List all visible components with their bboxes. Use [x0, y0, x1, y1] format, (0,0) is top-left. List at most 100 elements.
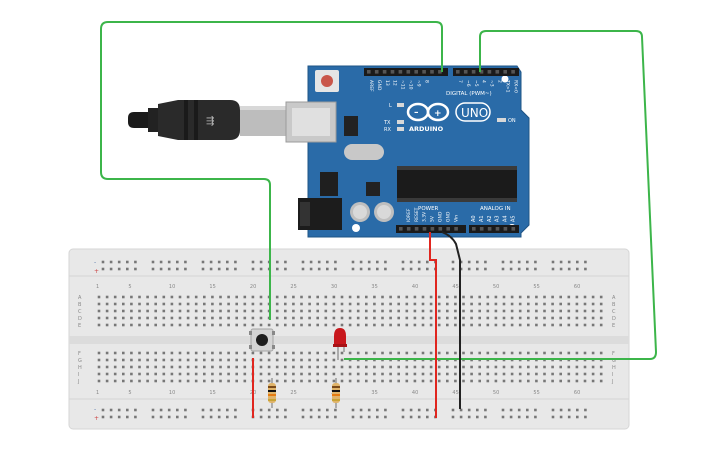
breadboard-hole[interactable]	[454, 302, 457, 306]
breadboard-hole[interactable]	[292, 309, 295, 313]
rail-hole[interactable]	[517, 415, 521, 419]
breadboard-hole[interactable]	[462, 295, 465, 299]
breadboard-hole[interactable]	[510, 295, 514, 299]
breadboard-hole[interactable]	[518, 323, 522, 327]
breadboard-hole[interactable]	[454, 351, 457, 355]
breadboard-hole[interactable]	[356, 309, 360, 313]
breadboard-hole[interactable]	[138, 358, 141, 362]
breadboard-hole[interactable]	[219, 323, 222, 327]
breadboard-hole[interactable]	[583, 379, 587, 383]
rail-hole[interactable]	[426, 415, 429, 419]
breadboard-hole[interactable]	[470, 302, 473, 306]
breadboard-hole[interactable]	[356, 365, 360, 369]
rail-hole[interactable]	[551, 267, 555, 271]
breadboard-hole[interactable]	[284, 379, 287, 383]
rail-hole[interactable]	[217, 260, 221, 264]
breadboard-hole[interactable]	[97, 351, 101, 355]
rail-hole[interactable]	[567, 267, 571, 271]
rail-hole[interactable]	[576, 267, 579, 271]
breadboard-hole[interactable]	[97, 309, 101, 313]
breadboard-hole[interactable]	[599, 379, 603, 383]
breadboard-hole[interactable]	[227, 365, 230, 369]
breadboard-hole[interactable]	[324, 309, 328, 313]
breadboard-hole[interactable]	[203, 379, 206, 383]
breadboard-hole[interactable]	[97, 302, 101, 306]
breadboard-hole[interactable]	[470, 372, 473, 376]
breadboard-hole[interactable]	[551, 295, 554, 299]
breadboard-hole[interactable]	[178, 372, 182, 376]
header-pin[interactable]	[406, 227, 411, 231]
breadboard-hole[interactable]	[478, 372, 481, 376]
rail-hole[interactable]	[459, 415, 463, 419]
breadboard-hole[interactable]	[502, 295, 506, 299]
breadboard-hole[interactable]	[527, 351, 530, 355]
header-pin[interactable]	[390, 70, 395, 74]
rail-hole[interactable]	[401, 408, 405, 412]
breadboard-hole[interactable]	[397, 316, 400, 320]
breadboard-hole[interactable]	[429, 309, 433, 313]
rail-hole[interactable]	[509, 267, 513, 271]
rail-hole[interactable]	[159, 267, 163, 271]
rail-hole[interactable]	[209, 415, 213, 419]
breadboard-hole[interactable]	[332, 295, 336, 299]
breadboard-hole[interactable]	[486, 365, 490, 369]
breadboard-hole[interactable]	[356, 372, 360, 376]
breadboard-hole[interactable]	[227, 323, 230, 327]
breadboard-hole[interactable]	[122, 295, 125, 299]
breadboard-hole[interactable]	[316, 351, 319, 355]
breadboard-hole[interactable]	[275, 323, 279, 327]
breadboard-hole[interactable]	[486, 295, 490, 299]
breadboard-hole[interactable]	[243, 372, 247, 376]
breadboard-hole[interactable]	[510, 309, 514, 313]
breadboard-hole[interactable]	[219, 309, 222, 313]
breadboard-hole[interactable]	[462, 379, 465, 383]
breadboard-hole[interactable]	[575, 316, 579, 320]
rail-hole[interactable]	[317, 408, 321, 412]
rail-hole[interactable]	[417, 415, 421, 419]
breadboard-hole[interactable]	[518, 372, 522, 376]
header-pin[interactable]	[422, 227, 427, 231]
breadboard-hole[interactable]	[567, 379, 571, 383]
rail-hole[interactable]	[409, 415, 413, 419]
breadboard-hole[interactable]	[251, 323, 255, 327]
breadboard-hole[interactable]	[405, 302, 409, 306]
breadboard-hole[interactable]	[300, 302, 303, 306]
rail-hole[interactable]	[259, 415, 263, 419]
breadboard-hole[interactable]	[138, 379, 141, 383]
breadboard-hole[interactable]	[421, 323, 425, 327]
rail-hole[interactable]	[509, 415, 513, 419]
breadboard-hole[interactable]	[178, 295, 182, 299]
breadboard-hole[interactable]	[275, 358, 279, 362]
breadboard-hole[interactable]	[292, 358, 295, 362]
breadboard-hole[interactable]	[170, 302, 174, 306]
rail-hole[interactable]	[151, 408, 155, 412]
breadboard-hole[interactable]	[284, 309, 287, 313]
breadboard-hole[interactable]	[324, 358, 328, 362]
breadboard-hole[interactable]	[421, 309, 425, 313]
breadboard-hole[interactable]	[405, 351, 409, 355]
breadboard-hole[interactable]	[446, 379, 449, 383]
rail-hole[interactable]	[359, 415, 363, 419]
breadboard-hole[interactable]	[162, 351, 166, 355]
breadboard-hole[interactable]	[235, 302, 238, 306]
breadboard-hole[interactable]	[227, 302, 230, 306]
rail-hole[interactable]	[476, 415, 479, 419]
breadboard-hole[interactable]	[373, 316, 376, 320]
breadboard-hole[interactable]	[462, 302, 465, 306]
breadboard-hole[interactable]	[113, 351, 117, 355]
breadboard-hole[interactable]	[243, 323, 247, 327]
breadboard-hole[interactable]	[186, 365, 190, 369]
breadboard-hole[interactable]	[429, 295, 433, 299]
breadboard-hole[interactable]	[308, 358, 311, 362]
breadboard-hole[interactable]	[275, 351, 279, 355]
breadboard-hole[interactable]	[243, 358, 247, 362]
header-pin[interactable]	[487, 70, 492, 74]
breadboard-hole[interactable]	[227, 372, 230, 376]
header-pin[interactable]	[511, 70, 515, 74]
rail-hole[interactable]	[476, 260, 479, 264]
breadboard-hole[interactable]	[308, 379, 311, 383]
breadboard-hole[interactable]	[275, 295, 279, 299]
rail-hole[interactable]	[476, 408, 479, 412]
breadboard-hole[interactable]	[284, 295, 287, 299]
breadboard-hole[interactable]	[292, 365, 295, 369]
